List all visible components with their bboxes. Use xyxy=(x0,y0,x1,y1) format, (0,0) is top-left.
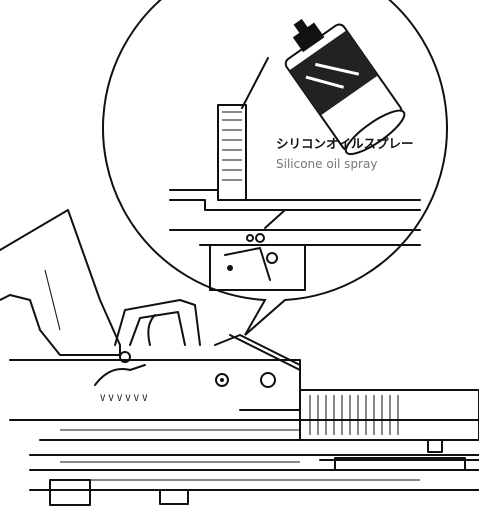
mechanism-detail xyxy=(169,104,421,291)
label-silicone-oil-spray-en: Silicone oil spray xyxy=(276,157,377,171)
receiver-engraving: VVVVVV xyxy=(100,394,151,404)
magnifier-callout xyxy=(102,0,448,336)
spray-can-icon xyxy=(241,18,406,156)
gun-frame xyxy=(0,209,479,506)
label-silicone-oil-spray-jp: シリコンオイルスプレー xyxy=(276,136,414,151)
